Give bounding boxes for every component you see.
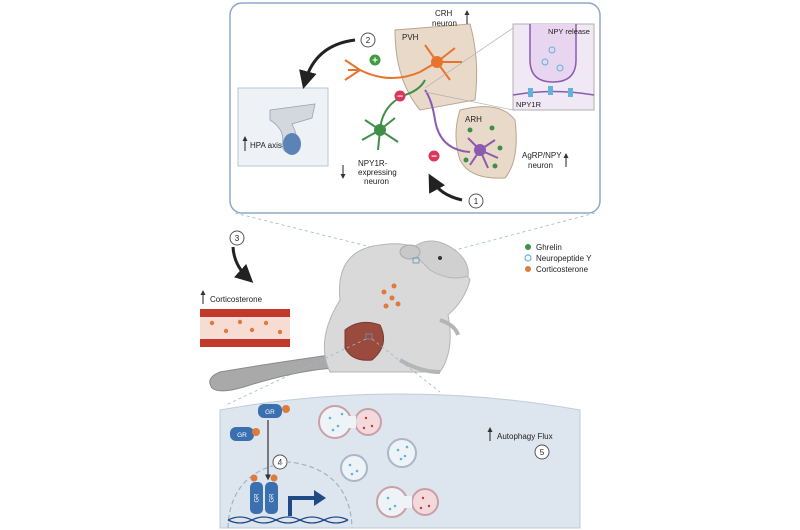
- step-5-badge: [534, 444, 550, 460]
- mouse-eye: [438, 256, 442, 260]
- gr-dimer-label-right: GR: [270, 493, 276, 503]
- npy1r-neuron-label-2: expressing: [358, 168, 397, 177]
- step-1-arrow: [428, 173, 463, 202]
- crh-neuron: [344, 44, 462, 81]
- postsynaptic-membrane: [512, 90, 595, 96]
- step-3-number: 3: [235, 234, 240, 243]
- gr-dimer-label-left: GR: [255, 493, 261, 503]
- liver-marker: [365, 333, 373, 340]
- ghrelin-dots: [463, 125, 503, 169]
- legend-ghrelin-label: Ghrelin: [536, 243, 562, 252]
- legend-corticosterone-label: Corticosterone: [536, 265, 589, 274]
- crh-neuron-label-1: CRH: [435, 9, 453, 18]
- step-3-badge: [229, 230, 245, 246]
- mouse-hind-leg: [398, 358, 441, 374]
- dna-strand: [227, 516, 349, 524]
- plus-sign: +: [372, 56, 378, 67]
- gr-label-1: GR: [265, 409, 275, 416]
- npy1r-neuron-body: [374, 124, 386, 136]
- mouse-ear: [399, 244, 421, 260]
- blood-panel: 3 Corticosterone: [200, 230, 290, 347]
- autophagosome-2: [340, 454, 368, 482]
- agrp-neuron: [424, 89, 499, 169]
- pvh-label: PVH: [402, 33, 419, 42]
- gr-ligand-2: [252, 428, 260, 436]
- vessel-wall-bottom: [200, 339, 290, 347]
- corticosterone-dots-blood: [209, 319, 283, 335]
- legend-npy-label: Neuropeptide Y: [536, 254, 592, 263]
- agrp-neuron-body: [474, 144, 486, 156]
- brain-marker: [412, 257, 420, 264]
- brain-panel: PVH CRH neuron + NPY1R- expressing neuro…: [229, 2, 601, 214]
- step-5-number: 5: [540, 448, 545, 457]
- step-2-number: 2: [366, 36, 371, 45]
- autophagosome-1: [387, 438, 417, 468]
- minus-sign-2: −: [431, 152, 437, 163]
- minus-sign-1: −: [397, 92, 403, 103]
- arh-region: [455, 106, 517, 179]
- arh-label: ARH: [465, 115, 482, 124]
- crh-neuron-label-2: neuron: [432, 19, 457, 28]
- hpa-axis-label: HPA axis: [250, 141, 282, 150]
- corticosterone-dots-body: [381, 283, 401, 309]
- gr-dimer-left: [250, 482, 263, 514]
- crh-neuron-body: [431, 56, 443, 68]
- nucleus-envelope: [227, 461, 353, 529]
- corticosterone-label: Corticosterone: [210, 295, 263, 304]
- step-4-number: 4: [278, 458, 283, 467]
- npy1r-receptors: [528, 86, 573, 97]
- autolysosome-1: [318, 405, 382, 439]
- mouse-tail: [209, 354, 336, 392]
- transcription-arrow: [288, 496, 315, 516]
- step-2-badge: [360, 32, 376, 48]
- gr-dimer-right: [265, 482, 278, 514]
- npy-vesicles: [541, 46, 564, 72]
- vessel-lumen: [200, 317, 290, 339]
- gr-dimer-ligand-left: [250, 474, 258, 482]
- pituitary-gland: [283, 133, 301, 155]
- npy1r-label: NPY1R: [516, 100, 542, 109]
- mouse-front-leg: [439, 318, 460, 336]
- legend-corticosterone-swatch: [525, 266, 531, 272]
- step-2-arrow: [299, 38, 356, 89]
- legend-ghrelin-swatch: [525, 244, 531, 250]
- gr-ligand-1: [282, 405, 290, 413]
- agrp-label-1: AgRP/NPY: [522, 151, 562, 160]
- transcription-arrowhead: [314, 490, 326, 506]
- autolysosome-2: [376, 486, 439, 518]
- agrp-label-2: neuron: [528, 161, 553, 170]
- cell-panel: GR GR 4 GR GR Autophagy Flux 5: [219, 393, 581, 529]
- legend: Ghrelin Neuropeptide Y Corticosterone: [524, 243, 592, 274]
- step-1-number: 1: [474, 197, 479, 206]
- legend-npy-swatch: [524, 254, 532, 262]
- gr-receptor-1: [258, 404, 282, 418]
- step-1-badge: [468, 193, 484, 209]
- vessel-wall-top: [200, 309, 290, 317]
- npy1r-neuron-label-3: neuron: [364, 177, 389, 186]
- autophagy-flux-label: Autophagy Flux: [497, 432, 553, 441]
- gr-dimer-ligand-right: [270, 474, 278, 482]
- mouse-liver: [344, 321, 385, 361]
- inhibition-sign-1: [394, 90, 406, 102]
- stimulation-sign: [369, 54, 381, 66]
- npy-release-label: NPY release: [548, 27, 590, 36]
- gr-receptor-2: [230, 427, 254, 441]
- npy1r-neuron-label-1: NPY1R-: [358, 159, 388, 168]
- inhibition-sign-2: [428, 150, 440, 162]
- step-3-arrow: [231, 246, 254, 283]
- gr-label-2: GR: [237, 432, 247, 439]
- mouse-illustration: [209, 240, 471, 392]
